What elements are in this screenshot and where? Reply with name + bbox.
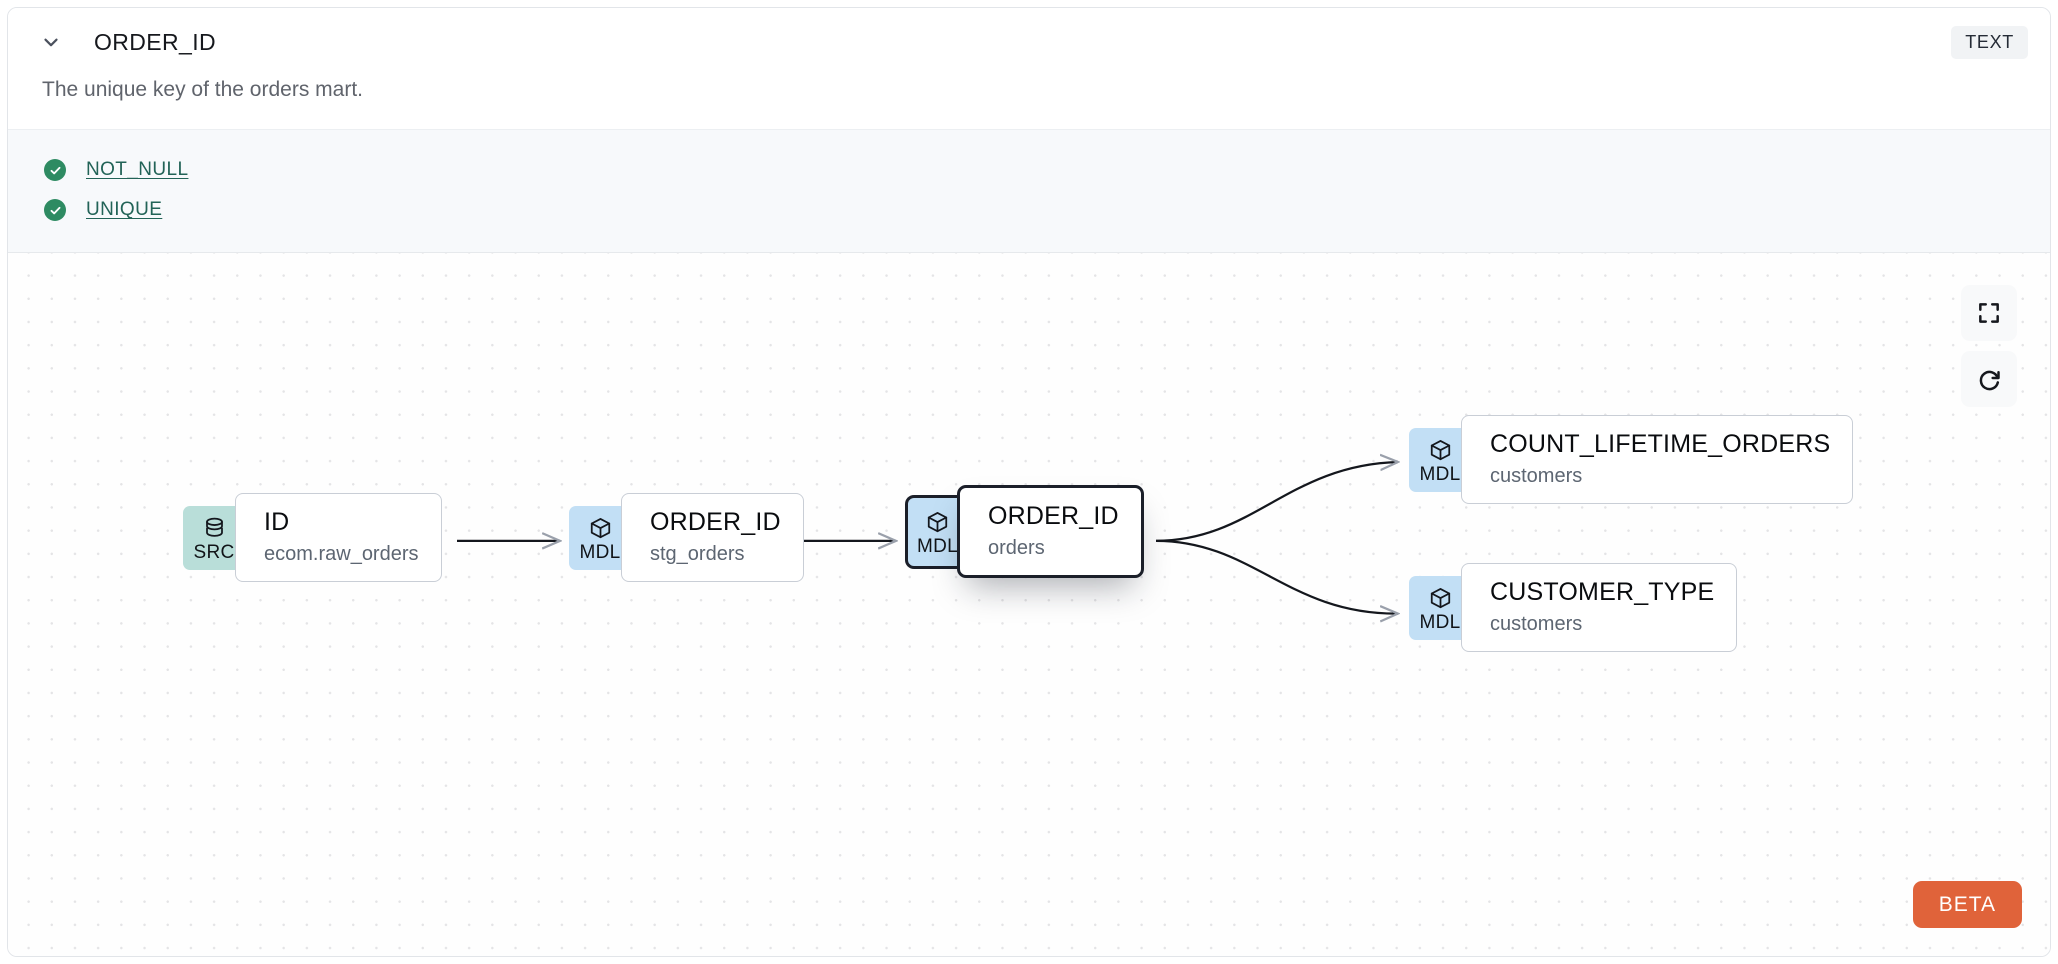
node-kind-label: MDL <box>1419 464 1461 486</box>
cube-icon <box>925 509 950 535</box>
node-kind-label: MDL <box>579 542 621 564</box>
node-subtitle: stg_orders <box>650 543 745 566</box>
cube-icon <box>588 515 613 541</box>
lineage-node-src-id[interactable]: SRC ID ecom.raw_orders <box>183 493 442 583</box>
column-description: The unique key of the orders mart. <box>42 78 363 101</box>
beta-badge[interactable]: BETA <box>1912 881 2022 928</box>
edge-orders-to-customer-type <box>1155 540 1398 614</box>
card-header: ORDER_ID TEXT <box>8 8 2050 76</box>
node-name: ORDER_ID <box>988 502 1119 531</box>
node-subtitle: customers <box>1490 465 1583 488</box>
node-name: CUSTOMER_TYPE <box>1490 578 1715 607</box>
lineage-node-mdl-stg-order-id[interactable]: MDL ORDER_ID stg_orders <box>569 493 804 583</box>
node-body: ORDER_ID stg_orders <box>621 493 804 583</box>
column-detail-card: ORDER_ID TEXT The unique key of the orde… <box>7 7 2051 957</box>
cube-icon <box>1428 437 1453 463</box>
page-title: ORDER_ID <box>94 28 217 55</box>
data-type-badge: TEXT <box>1951 25 2028 59</box>
lineage-node-mdl-count-lifetime-orders[interactable]: MDL COUNT_LIFETIME_ORDERS customers <box>1409 415 1854 505</box>
tests-section: NOT_NULL UNIQUE <box>8 129 2050 254</box>
lineage-node-mdl-orders-order-id[interactable]: MDL ORDER_ID orders <box>905 485 1144 579</box>
node-name: ID <box>264 508 290 537</box>
node-kind-badge-mdl: MDL <box>1409 575 1471 640</box>
node-subtitle: orders <box>988 537 1045 560</box>
node-kind-label: MDL <box>1419 612 1461 634</box>
test-link-unique[interactable]: UNIQUE <box>86 199 163 221</box>
node-subtitle: customers <box>1490 613 1583 636</box>
node-body: ORDER_ID orders <box>957 485 1144 579</box>
test-link-not-null[interactable]: NOT_NULL <box>86 159 189 181</box>
node-kind-badge-src: SRC <box>183 505 245 570</box>
node-subtitle: ecom.raw_orders <box>264 543 419 566</box>
cube-icon <box>1428 585 1453 611</box>
node-kind-badge-mdl: MDL <box>905 494 967 569</box>
test-row: UNIQUE <box>8 190 2050 230</box>
node-body: CUSTOMER_TYPE customers <box>1461 563 1738 653</box>
node-name: COUNT_LIFETIME_ORDERS <box>1490 430 1831 459</box>
lineage-canvas[interactable]: SRC ID ecom.raw_orders <box>8 253 2050 956</box>
fullscreen-icon[interactable] <box>1961 285 2017 342</box>
chevron-down-icon[interactable] <box>36 27 66 57</box>
check-circle-icon <box>44 199 66 222</box>
check-circle-icon <box>44 159 66 182</box>
edge-orders-to-count-lifetime-orders <box>1155 462 1398 543</box>
node-body: COUNT_LIFETIME_ORDERS customers <box>1461 415 1854 505</box>
node-kind-label: SRC <box>193 542 235 564</box>
test-row: NOT_NULL <box>8 150 2050 190</box>
node-kind-label: MDL <box>916 536 958 558</box>
canvas-controls <box>1961 285 2017 408</box>
node-name: ORDER_ID <box>650 508 781 537</box>
database-icon <box>202 515 227 541</box>
lineage-node-mdl-customer-type[interactable]: MDL CUSTOMER_TYPE customers <box>1409 563 1738 653</box>
node-body: ID ecom.raw_orders <box>235 493 442 583</box>
node-kind-badge-mdl: MDL <box>1409 427 1471 492</box>
lineage-edges <box>457 253 2050 956</box>
refresh-icon[interactable] <box>1961 351 2017 408</box>
node-kind-badge-mdl: MDL <box>569 505 631 570</box>
